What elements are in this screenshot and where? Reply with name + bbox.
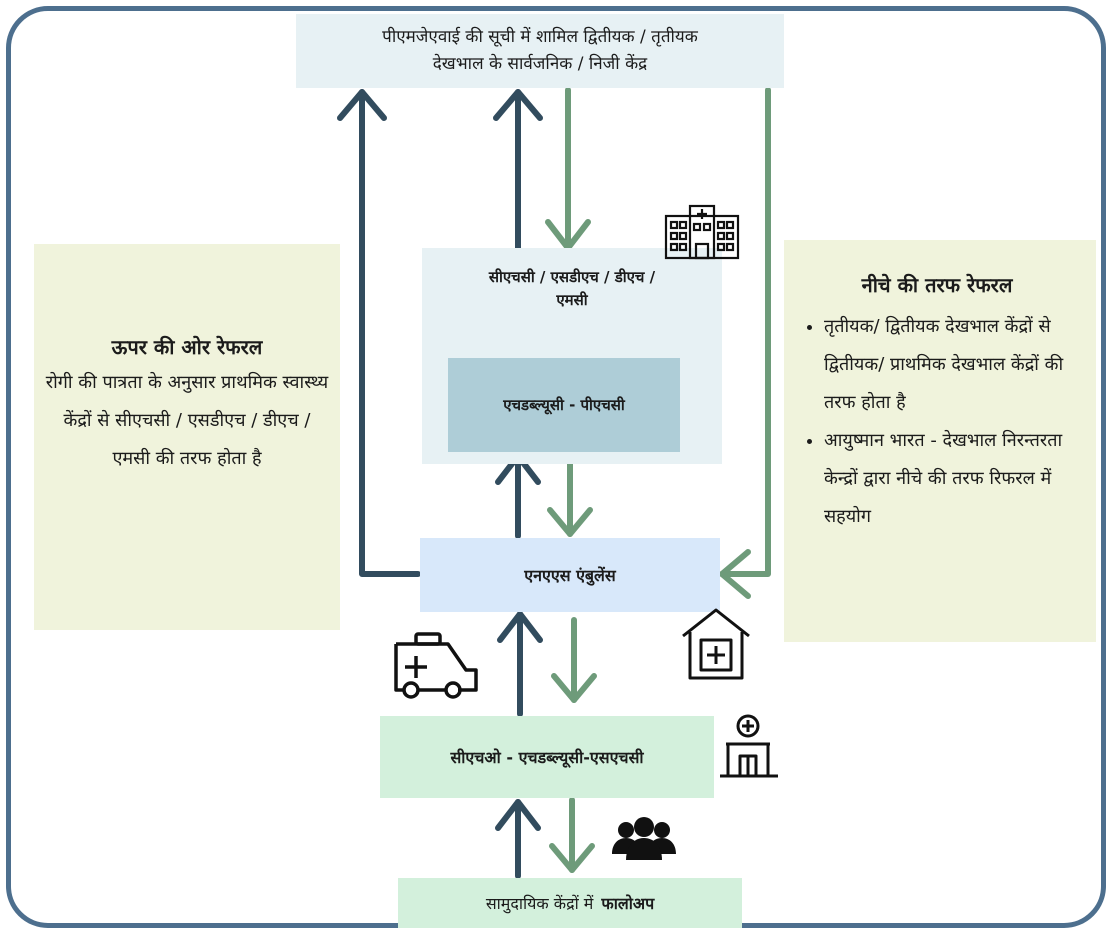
upward-referral-body: रोगी की पात्रता के अनुसार प्राथमिक स्वास… (45, 372, 329, 469)
hospital-building-icon (664, 204, 740, 260)
followup-bold: फालोअप (601, 894, 655, 913)
chc-box-line2: एमसी (556, 291, 588, 309)
down-arrow-phc-to-ambulance-head (547, 507, 593, 537)
down-arrow-cho-to-followup-head (549, 843, 595, 873)
downward-referral-bullet: आयुष्मान भारत - देखभाल निरन्तरता केन्द्र… (824, 422, 1076, 536)
upward-referral-title: ऊपर की ओर रेफरल (111, 335, 263, 359)
up-arrow-chc-to-top-head (493, 89, 543, 121)
community-followup-box: सामुदायिक केंद्रों में फालोअप (398, 878, 742, 928)
top-box-line1: पीएमजेएवाई की सूची में शामिल द्वितीयक / … (382, 27, 698, 47)
cho-hwc-shc-box: सीएचओ - एचडब्ल्यूसी-एसएचसी (380, 716, 714, 798)
phc-box-label: एचडब्ल्यूसी - पीएचसी (503, 396, 625, 414)
downward-referral-panel: नीचे की तरफ रेफरल तृतीयक/ द्वितीयक देखभा… (784, 240, 1096, 642)
top-box-line2: देखभाल के सार्वजनिक / निजी केंद्र (432, 54, 648, 74)
clinic-house-icon (682, 608, 750, 680)
up-arrow-followup-to-cho-head (495, 799, 541, 831)
up-arrow-ambulance-to-top (359, 89, 421, 577)
tertiary-care-centres-box: पीएमजेएवाई की सूची में शामिल द्वितीयक / … (296, 14, 784, 88)
up-arrow-cho-to-ambulance-head (497, 611, 543, 643)
hwc-phc-box: एचडब्ल्यूसी - पीएचसी (448, 358, 680, 452)
down-arrow-top-to-ambulance (719, 87, 771, 577)
up-arrow-ambulance-to-top-head (337, 89, 387, 121)
followup-prefix: सामुदायिक केंद्रों में (485, 894, 594, 913)
downward-referral-list: तृतीयक/ द्वितीयक देखभाल केंद्रों से द्वि… (798, 308, 1076, 536)
nas-box-label: एनएएस एंबुलेंस (524, 566, 616, 585)
cho-box-label: सीएचओ - एचडब्ल्यूसी-एसएचसी (450, 748, 644, 767)
upward-referral-panel: ऊपर की ओर रेफरल रोगी की पात्रता के अनुसा… (34, 244, 340, 630)
down-arrow-ambulance-to-cho-head (551, 673, 597, 703)
downward-referral-title: नीचे की तरफ रेफरल (861, 273, 1013, 297)
ambulance-icon (394, 632, 478, 699)
chc-box-line1: सीएचसी / एसडीएच / डीएच / (488, 268, 656, 286)
down-arrow-top-to-ambulance-head (719, 549, 751, 599)
downward-referral-bullet: तृतीयक/ द्वितीयक देखभाल केंद्रों से द्वि… (824, 308, 1076, 422)
people-group-icon (612, 817, 676, 860)
health-center-icon (720, 714, 778, 778)
nas-ambulance-box: एनएएस एंबुलेंस (420, 538, 720, 612)
